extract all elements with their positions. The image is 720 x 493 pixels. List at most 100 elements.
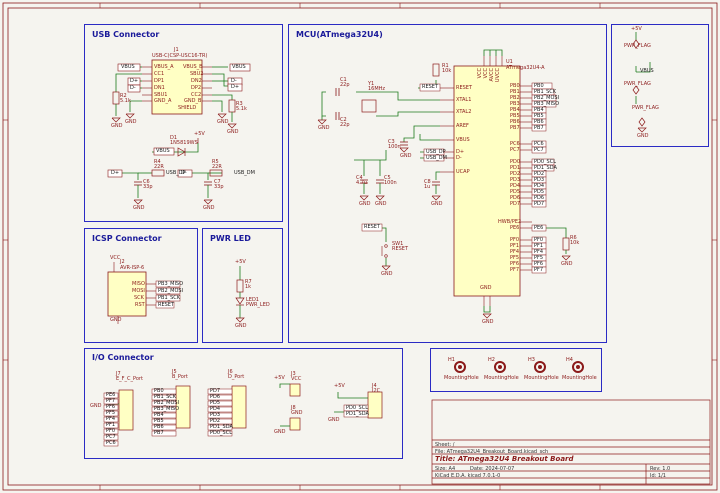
holes-panel — [430, 348, 602, 392]
usb-r4: R4 22R — [154, 159, 164, 170]
mcu-gnd-bottom: GND — [482, 319, 494, 325]
flag-plus5: +5V — [631, 26, 642, 32]
mcu-sw1: SW1 RESET — [392, 241, 409, 252]
usb-pin-r5: GND_B — [184, 98, 202, 104]
usb-shield: SHIELD — [178, 105, 197, 111]
mcu-pin-dm: D- — [456, 155, 462, 161]
net-pb4: PB4 — [534, 107, 544, 113]
efc-net-5: PF1 — [106, 422, 116, 428]
b-net-5: PB5 — [154, 418, 164, 424]
usb-dp-net: USB_DP — [166, 170, 186, 176]
io-j7: J7 E_F_C_Port — [116, 371, 143, 382]
d-net-2: PD5 — [210, 400, 221, 406]
icsp-pin-mosi: MOSI — [132, 288, 145, 294]
usb-gnd3: GND — [217, 119, 229, 125]
b-net-4: PB4 — [154, 412, 164, 418]
pwr-led-heading: PWR LED — [210, 234, 251, 243]
net-pd4: PD4 — [534, 183, 545, 189]
net-pb7: PB7 — [534, 125, 544, 131]
flag-gnd: GND — [637, 133, 649, 139]
tb-title: Title: ATmega32U4 Breakout Board — [435, 455, 574, 463]
tb-rev: Rev: 1.0 — [650, 466, 671, 472]
usb-pin-l3: DN1 — [154, 85, 165, 91]
flag-pwr2: PWR_FLAG — [624, 81, 651, 87]
d-net-4: PD3 — [210, 412, 221, 418]
efc-net-7: PC7 — [106, 434, 116, 440]
flags-panel — [611, 24, 709, 147]
usb-dm-right: D- — [231, 78, 237, 84]
usb-pin-l0: VBUS_A — [154, 64, 174, 70]
mcu-y1: Y1 16MHz — [368, 81, 386, 92]
b-net-6: PB6 — [154, 424, 164, 430]
tb-size: Size: A4 — [435, 466, 456, 472]
mcu-ref: U1 — [506, 59, 513, 65]
b-net-1: PB1_SCK — [154, 394, 177, 400]
mcu-pb5: PB5 — [510, 113, 520, 119]
usb-vbus-label-right: VBUS — [232, 64, 246, 70]
usb-c6: C6 33p — [143, 179, 153, 190]
mcu-pb2: PB2 — [510, 95, 520, 101]
flag-vbus: VBUS — [640, 68, 654, 74]
usb-pin-r2: DN2 — [191, 78, 202, 84]
usb-c7: C7 33p — [214, 179, 224, 190]
pwr-led-schematic — [235, 266, 245, 323]
tb-sheet: Sheet: / — [435, 442, 455, 448]
io-gnd: GND — [90, 403, 102, 409]
io-plus5-j3: +5V — [274, 375, 285, 381]
mcu-pb1: PB1 — [510, 89, 520, 95]
mcu-pb0: PB0 — [510, 83, 520, 89]
mounting-holes — [454, 361, 584, 373]
net-pe6: PE6 — [534, 225, 544, 231]
mcu-pin-pe6: PE6 — [510, 225, 520, 231]
usb-dp-left: D+ — [130, 78, 139, 84]
usb-gnd5: GND — [133, 205, 145, 211]
efc-net-6: PF0 — [106, 428, 116, 434]
mcu-pd1: PD1 — [510, 165, 521, 171]
usb-vbus-diode: VBUS — [156, 148, 170, 154]
usb-dm-net: USB_DM — [234, 170, 255, 176]
icsp-pin-miso: MISO — [132, 281, 145, 287]
mcu-gnd-c12: GND — [318, 125, 330, 131]
usb-dm-r5: D- — [181, 170, 187, 176]
net-pd7: PD7 — [534, 201, 545, 207]
mcu-pf1: PF1 — [510, 243, 520, 249]
mcu-usbdp-net: USB_DP — [426, 149, 446, 155]
efc-net-0: PE6 — [106, 392, 116, 398]
mcu-pd4: PD4 — [510, 183, 521, 189]
usb-gnd1: GND — [111, 123, 123, 129]
io-gnd-j8: GND — [274, 429, 286, 435]
usb-vbus-label: VBUS — [121, 64, 135, 70]
net-pb1: PB1_SCK — [534, 89, 557, 95]
hole-h1-label: MountingHole — [444, 375, 479, 381]
usb-pin-r0: VBUS_B — [183, 64, 203, 70]
usb-pin-r1: SBU2 — [190, 71, 204, 77]
usb-pin-l2: DP1 — [154, 78, 165, 84]
d-net-1: PD6 — [210, 394, 221, 400]
b-net-3: PB3_MISO — [154, 406, 180, 412]
hole-h3-ref: H3 — [528, 357, 535, 363]
net-pb0: PB0 — [534, 83, 544, 89]
mcu-pin-xtal2: XTAL2 — [456, 109, 472, 115]
tb-tool: KiCad E.D.A. kicad 7.0.1-0 — [435, 473, 501, 479]
net-pb6: PB6 — [534, 119, 544, 125]
mcu-pc7: PC7 — [510, 147, 520, 153]
icsp-net-miso: PB3_MISO — [158, 281, 184, 287]
mcu-pb6: PB6 — [510, 119, 520, 125]
mcu-panel — [288, 24, 607, 343]
pwr-led-panel — [202, 228, 283, 343]
mcu-gnd-c5: GND — [375, 201, 387, 207]
d-net-5: PD2 — [210, 418, 221, 424]
mcu-part: ATmega32U4-A — [506, 65, 545, 71]
io-j6: J6 D_Port — [228, 369, 245, 380]
usb-pin-l4: SBU1 — [154, 92, 168, 98]
usb-gnd2: GND — [125, 119, 137, 125]
icsp-net-rst: RESET — [158, 302, 175, 308]
usb-dp-right: D+ — [231, 84, 240, 90]
io-j8: J8 GND — [291, 405, 303, 416]
mcu-reset-sw-net: RESET — [364, 224, 381, 230]
usb-ref: J1 — [174, 47, 179, 53]
hole-h2-label: MountingHole — [484, 375, 519, 381]
mcu-pin-ucap: UCAP — [456, 169, 470, 175]
efc-net-3: PF5 — [106, 410, 116, 416]
mcu-pd0: PD0 — [510, 159, 521, 165]
